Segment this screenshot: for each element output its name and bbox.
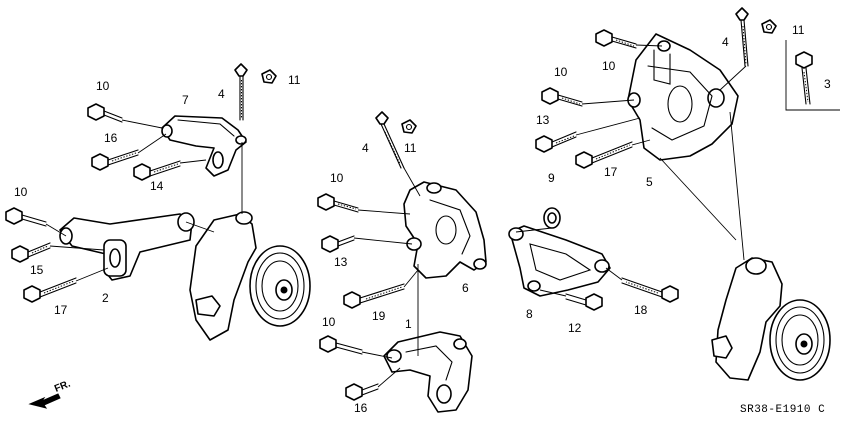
pump-left [189,211,311,341]
bracket-8 [508,225,611,297]
bolt-10-top-right [595,29,637,49]
washer-9 [543,207,561,229]
leader-lines [45,44,747,388]
callout-2: 2 [102,291,109,305]
nut-11-center [401,119,417,134]
callout-11-center: 11 [404,141,417,155]
callout-6: 6 [462,281,469,295]
callout-17-left: 17 [54,303,68,317]
bolt-10-lower-center [319,335,363,355]
bolt-13-center [321,235,355,253]
bolt-10-lower-left [5,207,47,227]
bracket-5 [627,33,739,161]
callout-10-e: 10 [602,59,616,73]
callout-4-left: 4 [218,87,225,101]
bracket-1 [383,331,473,413]
callout-4-right: 4 [722,35,729,49]
callout-11-right: 11 [792,23,805,37]
bracket-6 [403,181,487,279]
nut-11-right [761,19,777,34]
callout-7: 7 [182,93,189,107]
callout-9: 9 [548,171,555,185]
bolt-17-right [575,141,633,169]
bolt-17-left [23,277,77,303]
bolt-4-right [735,7,749,67]
callout-19: 19 [372,309,386,323]
bolt-19 [343,283,405,309]
callouts: 1 2 3 4 4 4 5 6 7 8 9 10 10 10 10 10 10 … [14,23,831,415]
callout-17-right: 17 [604,165,618,179]
callout-10-a: 10 [96,79,110,93]
bolt-13-right [535,131,577,153]
bolt-16-center [345,383,379,401]
callout-13-right: 13 [536,113,550,127]
callout-5: 5 [646,175,653,189]
bolt-3 [785,40,840,111]
callout-12: 12 [568,321,582,335]
bolt-10-center [317,193,359,213]
callout-10-c: 10 [330,171,344,185]
bolt-10-mid-right [541,87,583,107]
bolt-4-left [234,63,248,121]
front-direction-arrow: FR. [28,378,72,409]
callout-8: 8 [526,307,533,321]
bolt-14 [133,160,181,181]
nut-11-left [261,69,277,84]
callout-4-center: 4 [362,141,369,155]
front-direction-label: FR. [53,378,72,394]
bracket-7 [161,115,247,177]
bolt-12 [565,293,603,311]
callout-18: 18 [634,303,648,317]
callout-14: 14 [150,179,164,193]
callout-15: 15 [30,263,44,277]
callout-1: 1 [405,317,412,331]
diagram-code: SR38-E1910 C [740,404,825,416]
callout-3: 3 [824,77,831,91]
pump-right [711,257,831,381]
bracket-2 [59,212,195,281]
bolt-16 [91,149,139,171]
callout-16-left: 16 [104,131,118,145]
callout-16-center: 16 [354,401,368,415]
bolt-10-left [87,103,123,123]
callout-13-center: 13 [334,255,348,269]
bolt-15 [11,242,51,263]
callout-10-b: 10 [14,185,28,199]
callout-11-left: 11 [288,73,301,87]
bolt-4-center [375,111,405,169]
callout-10-d: 10 [322,315,336,329]
callout-10-f: 10 [554,65,568,79]
bolt-18 [621,277,679,303]
